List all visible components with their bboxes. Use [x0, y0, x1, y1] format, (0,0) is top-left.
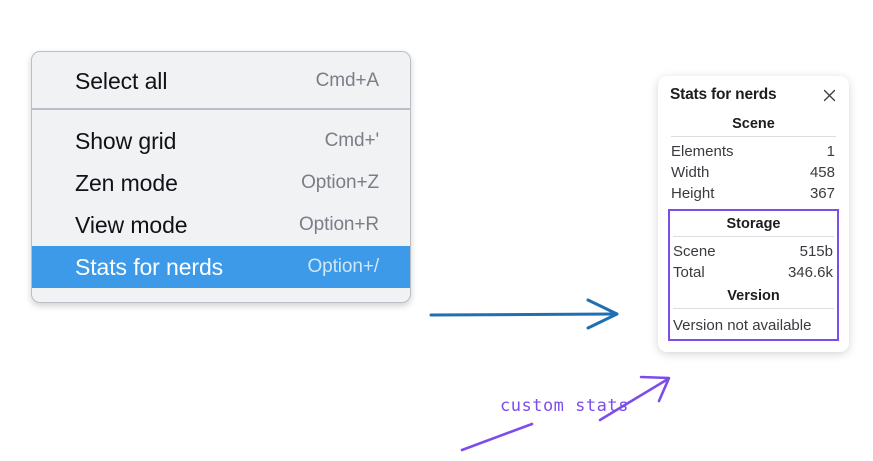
version-note: Version not available [673, 317, 812, 334]
section-divider [673, 308, 834, 309]
menu-item-zen-mode[interactable]: Zen mode Option+Z [32, 162, 410, 204]
scene-section-heading: Scene [732, 116, 775, 132]
menu-item-shortcut: Option+/ [307, 256, 379, 277]
stat-label: Width [671, 164, 710, 181]
annotation-label: custom stats [500, 396, 629, 416]
version-section-heading: Version [727, 288, 780, 304]
stat-value: 346.6k [787, 264, 833, 281]
panel-title: Stats for nerds [670, 86, 777, 103]
menu-item-label: View mode [75, 211, 188, 238]
storage-section-heading: Storage [726, 216, 781, 232]
section-divider [673, 236, 834, 237]
panel-titlebar: Stats for nerds [668, 85, 839, 106]
stat-label: Elements [671, 143, 734, 160]
stat-label: Total [673, 264, 705, 281]
stat-row: Height 367 [668, 183, 839, 204]
menu-item-label: Stats for nerds [75, 253, 224, 280]
stat-row: Width 458 [668, 162, 839, 183]
menu-group-2: Show grid Cmd+' Zen mode Option+Z View m… [32, 110, 410, 302]
custom-stats-highlight-box: Storage Scene 515b Total 346.6k Version … [668, 209, 839, 341]
stat-row: Scene 515b [670, 241, 837, 262]
stat-row: Elements 1 [668, 141, 839, 162]
section-divider [671, 136, 836, 137]
menu-item-shortcut: Option+R [299, 214, 379, 235]
menu-item-shortcut: Option+Z [301, 172, 379, 193]
stats-for-nerds-panel: Stats for nerds Scene Elements 1 Width 4… [658, 76, 849, 352]
stat-row: Total 346.6k [670, 262, 837, 283]
stat-value: 1 [826, 143, 835, 160]
stat-value: 458 [809, 164, 835, 181]
menu-item-label: Select all [75, 67, 168, 94]
stat-label: Height [671, 185, 715, 202]
menu-item-select-all[interactable]: Select all Cmd+A [32, 60, 410, 102]
menu-group-1: Select all Cmd+A [32, 52, 410, 108]
stat-value: 515b [799, 243, 833, 260]
menu-item-shortcut: Cmd+A [315, 70, 379, 91]
menu-item-label: Zen mode [75, 169, 178, 196]
stat-label: Scene [673, 243, 716, 260]
menu-item-stats-for-nerds[interactable]: Stats for nerds Option+/ [32, 246, 410, 288]
stat-value: 367 [809, 185, 835, 202]
close-icon[interactable] [820, 86, 838, 104]
menu-separator [32, 108, 410, 110]
menu-item-label: Show grid [75, 127, 177, 154]
menu-item-view-mode[interactable]: View mode Option+R [32, 204, 410, 246]
context-menu[interactable]: Select all Cmd+A Show grid Cmd+' Zen mod… [31, 51, 411, 303]
callout-underline [460, 422, 534, 452]
menu-item-shortcut: Cmd+' [324, 130, 379, 151]
flow-arrow-icon [429, 298, 619, 330]
menu-item-show-grid[interactable]: Show grid Cmd+' [32, 120, 410, 162]
